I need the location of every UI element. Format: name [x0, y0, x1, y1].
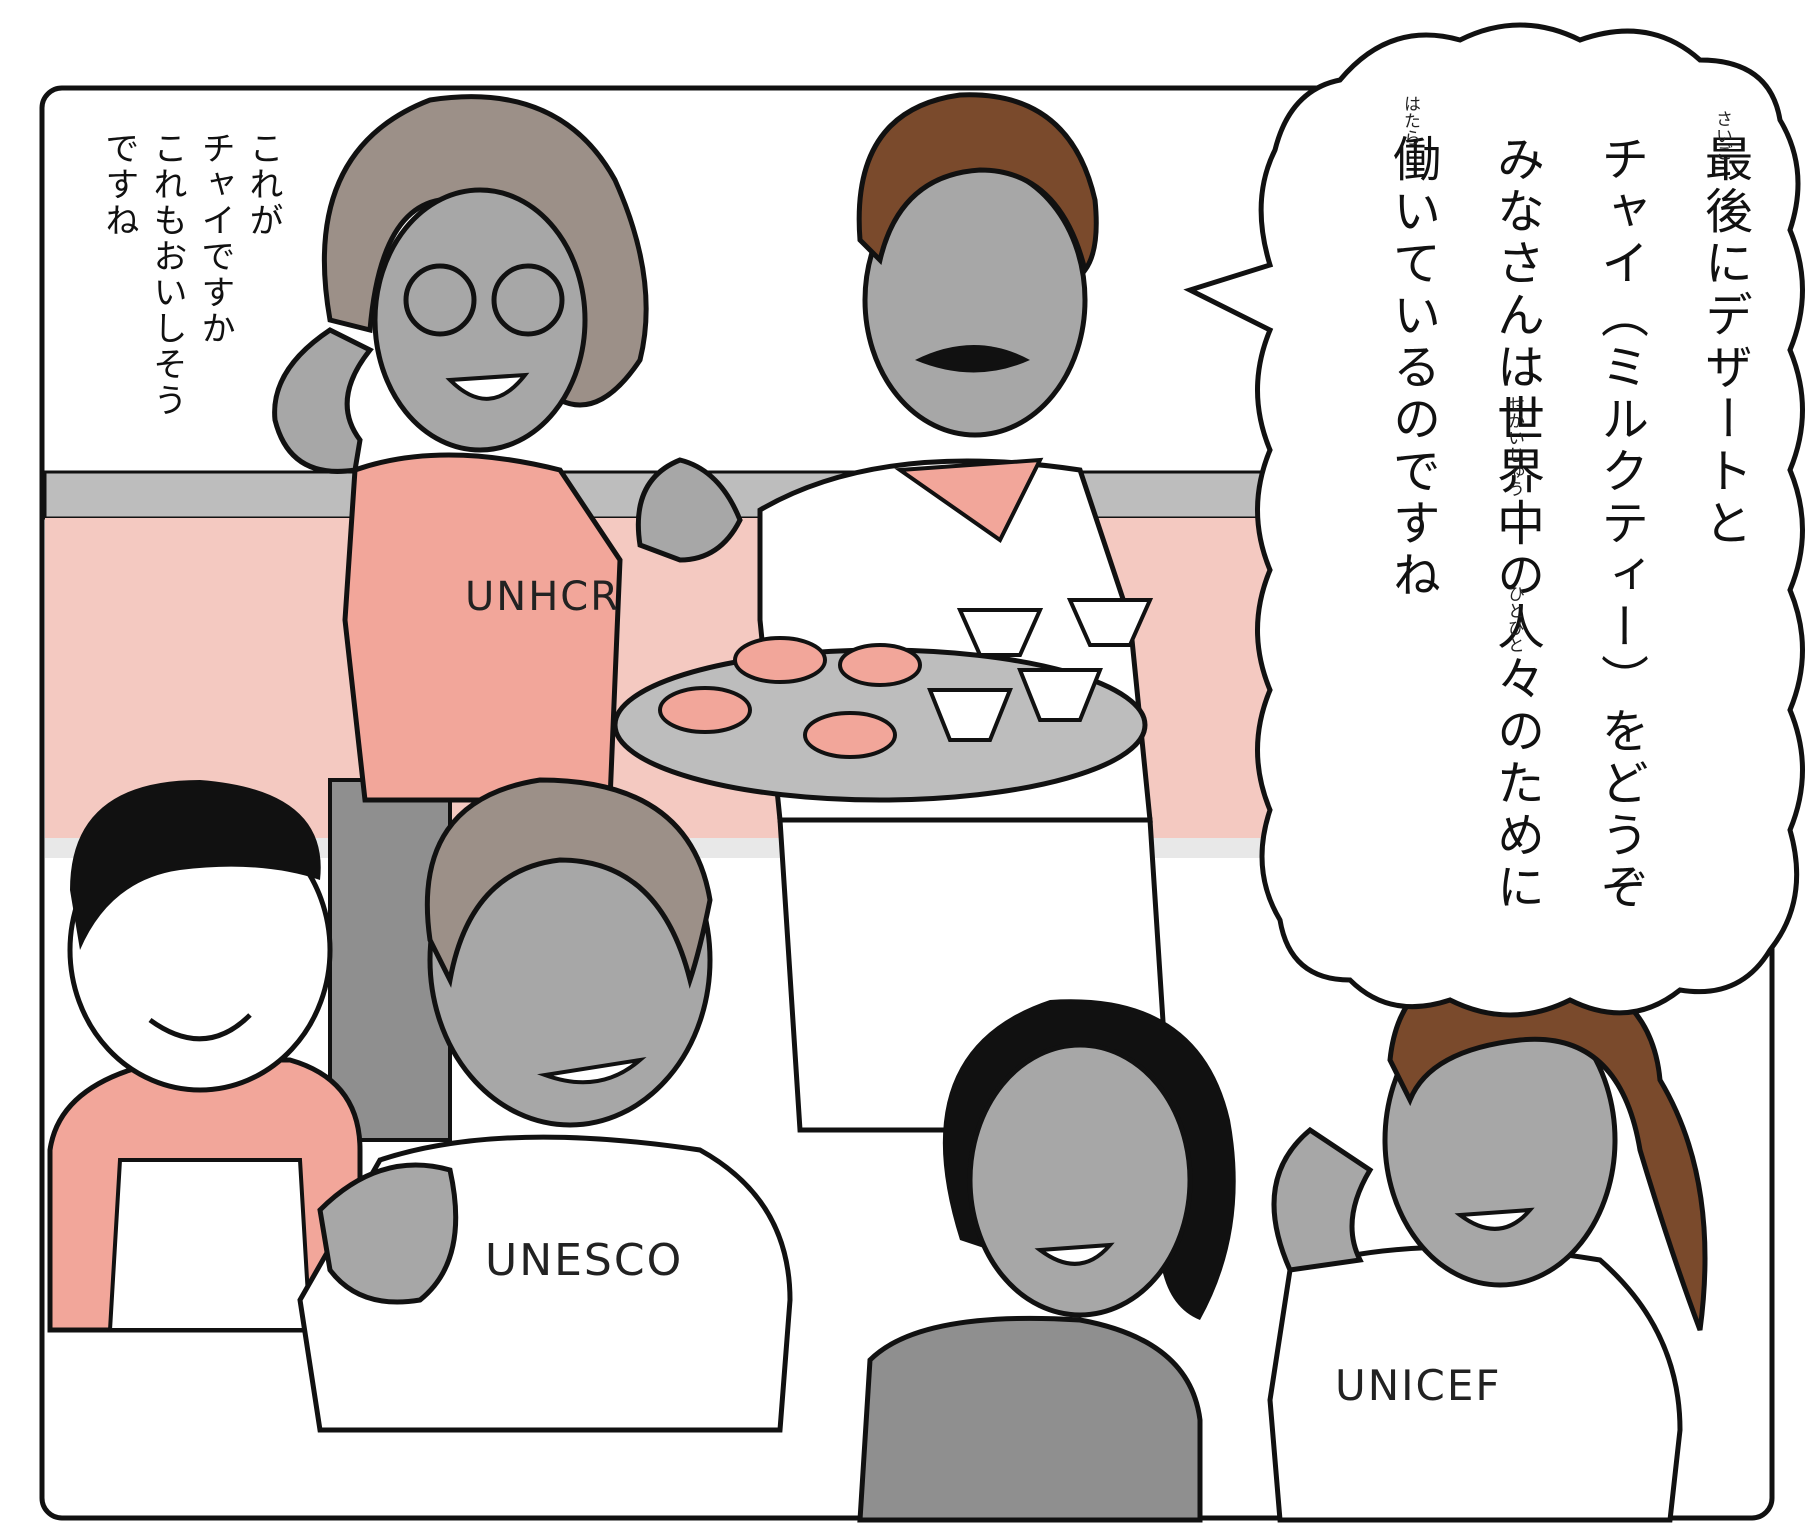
speech-main-line-2: チャイ（ミルクティー）をどうぞ: [1592, 133, 1648, 914]
shirt-label-unhcr: UNHCR: [465, 574, 620, 620]
man-unesco: [297, 777, 793, 1433]
waiter-scarf: [894, 457, 1044, 543]
woman-unhcr-glasses-left: [403, 263, 477, 337]
boy-left-smile: [148, 1013, 252, 1042]
ruby-saigo: さいご: [1712, 110, 1732, 161]
waiter-mustache: [915, 345, 1030, 373]
woman-unhcr: [272, 94, 743, 1142]
woman-unicef: [1267, 957, 1708, 1523]
waiter: [612, 92, 1173, 1133]
boy-left-hair: [70, 780, 321, 950]
shirt-label-unicef: UNICEF: [1335, 1361, 1502, 1410]
speech-main-line-3: みなさんは世界中の人々のために: [1488, 133, 1544, 914]
man-unesco-smile: [544, 1056, 647, 1085]
woman-unhcr-mouth: [445, 372, 530, 401]
man-unesco-hair: [424, 777, 713, 989]
speech-main-line-1: 最後にデザートと: [1696, 133, 1752, 550]
speech-small: これが チャイですか これもおいしそう ですね: [95, 105, 335, 419]
waiter-hair: [856, 92, 1099, 276]
woman-unhcr-shirt: [342, 452, 623, 803]
woman-dark-hair-mouth: [1034, 1242, 1115, 1266]
man-unesco-hands: [317, 1162, 459, 1305]
tray-dessert-2: [1017, 668, 1103, 722]
woman-unhcr-waving-hand: [635, 457, 743, 563]
speech-bubble-main: [1183, 22, 1805, 1018]
woman-unhcr-arm: [272, 327, 374, 474]
tray-dessert-4: [1066, 598, 1154, 647]
shirt-label-unesco: UNESCO: [485, 1235, 683, 1286]
tray-cup-2: [733, 636, 827, 684]
speech-small-line-3: これもおいしそう: [147, 130, 187, 419]
speech-small-line-4: ですね: [99, 130, 139, 239]
woman-unhcr-face: [372, 187, 588, 453]
woman-dark-hair-face: [967, 1042, 1193, 1318]
ruby-sekaiju: せかいじゅう: [1504, 395, 1524, 497]
tray-cup-3: [803, 711, 897, 759]
woman-unicef-arm: [1271, 1126, 1374, 1273]
speech-small-line-2: チャイですか: [195, 130, 235, 347]
tray-cup-4: [838, 643, 922, 687]
woman-unhcr-glasses-right: [491, 263, 565, 337]
ruby-hitobito: ひとびと: [1504, 585, 1524, 653]
woman-unicef-shirt: [1267, 1244, 1683, 1523]
ruby-hatara: はたら: [1400, 95, 1420, 146]
speech-small-line-1: これが: [243, 130, 283, 239]
speech-main: 最後にデザートと チャイ（ミルクティー）をどうぞ みなさんは世界中の人々のために…: [1360, 95, 1817, 914]
tray-dessert-3: [956, 608, 1044, 657]
speech-main-line-4: 働いているのですね: [1384, 133, 1440, 602]
tray-dessert-1: [927, 688, 1013, 742]
woman-dark-hair: [857, 999, 1236, 1523]
boy-left: [47, 780, 363, 1333]
boy-left-apron: [107, 1158, 313, 1332]
tray-cup-1: [658, 686, 752, 734]
woman-unicef-mouth: [1454, 1207, 1535, 1231]
woman-dark-hair-body: [857, 1315, 1203, 1523]
